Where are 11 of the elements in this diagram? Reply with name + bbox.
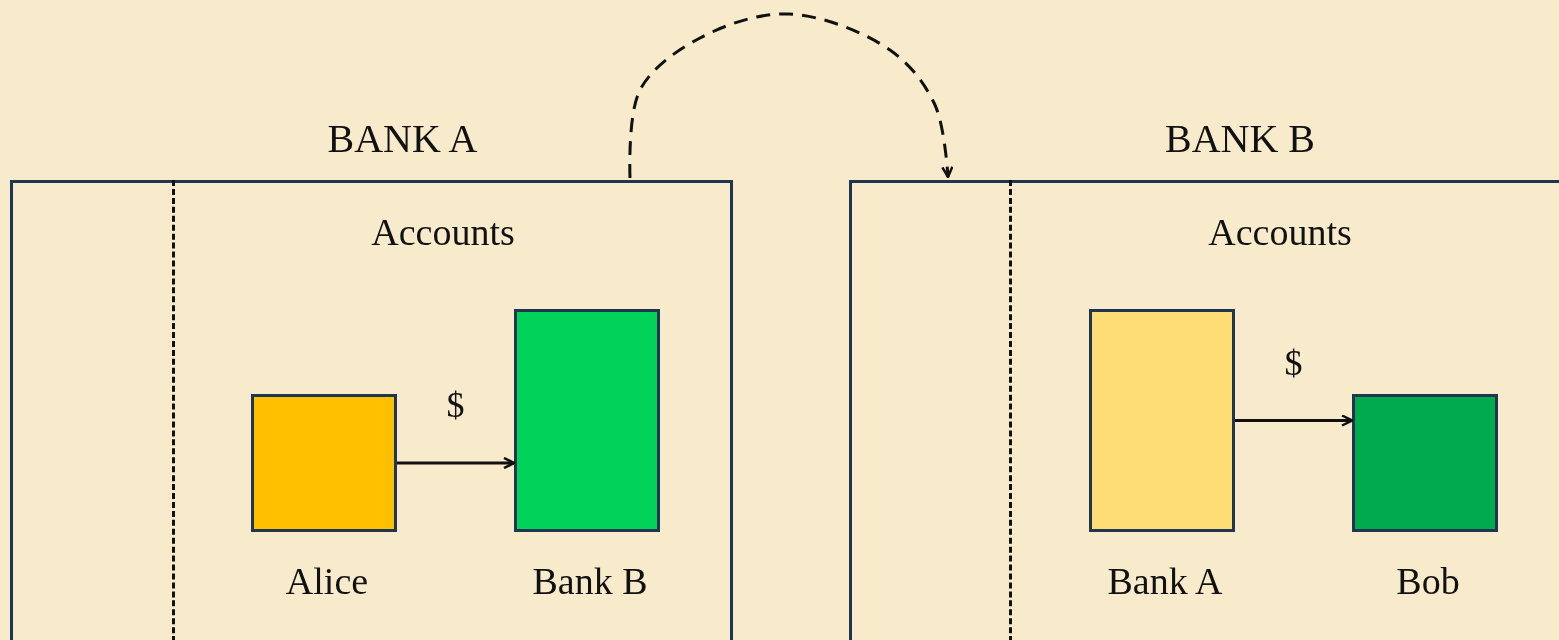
account-label: Bob [1395,559,1461,603]
account-label: Bank B [531,559,649,603]
account-label: Alice [284,559,370,603]
dashed-arrow [628,12,954,179]
account-label: Bank A [1106,559,1224,603]
section-heading: Accounts [370,210,516,254]
arrow [397,456,516,470]
section-heading: Accounts [1207,210,1353,254]
arrow [1235,414,1354,427]
bank-heading: BANK B [1164,115,1316,162]
bank-heading: BANK A [326,115,479,162]
